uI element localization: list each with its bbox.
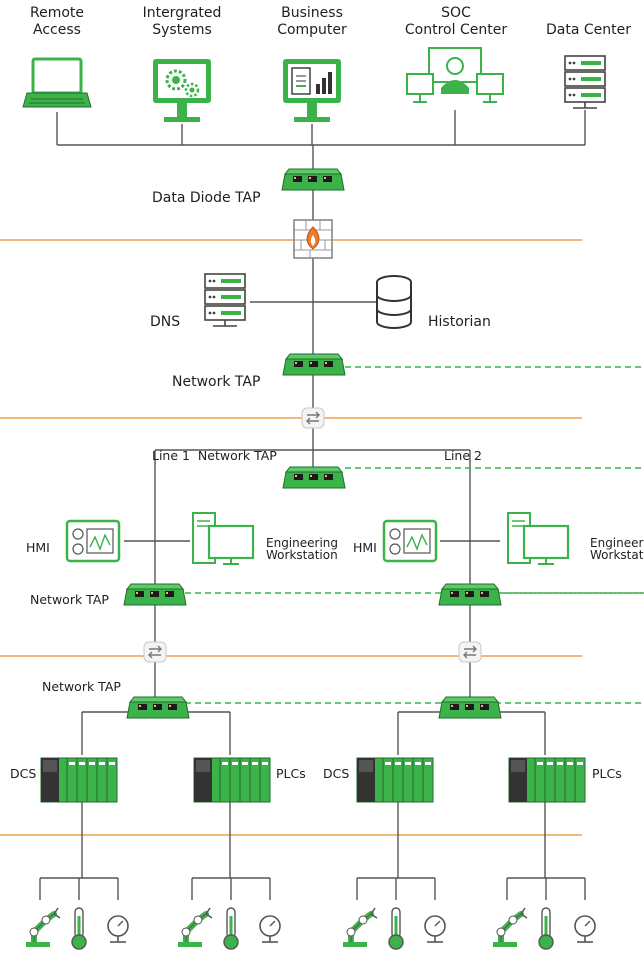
plc-rack-icon [40,757,118,803]
remote-access-label: Remote Access [17,5,97,39]
business-computer-label: Business Computer [267,5,357,39]
database-icon [376,275,412,329]
network-tap-icon [438,696,502,719]
label-line: SOC [441,5,471,21]
workstation-icon [191,511,255,566]
server-rack-icon [563,54,607,110]
gauge-icon [107,915,129,943]
hmi-panel-icon [382,519,438,563]
hmi-label-2: HMI [353,540,377,555]
robot-arm-icon [178,908,212,947]
label-line: Engineer [590,536,644,550]
robot-arm-icon [343,908,377,947]
switch-icon [458,641,482,663]
line1-network-tap-label: Line 1 Network TAP [152,448,277,463]
gauge-icon [574,915,596,943]
dns-server-icon [203,272,247,328]
zone-separators [0,239,582,836]
firewall-icon [293,219,333,259]
plc-rack-icon [356,757,434,803]
label-line: Business [281,5,343,21]
label-line: Workstat [590,548,644,562]
engineering-workstation-label-2: Engineer Workstat [590,537,643,561]
robot-arm-icon [493,908,527,947]
switch-icon [143,641,167,663]
network-tap-label: Network TAP [172,374,261,390]
line2-label: Line 2 [444,448,482,463]
workstation-icon [506,511,570,566]
plc-rack-icon [193,757,271,803]
thermometer-icon [538,907,554,950]
switch-icon [301,407,325,429]
soc-operator-icon [406,47,504,103]
label-line: Data Center [546,22,631,38]
plcs-label-2: PLCs [592,766,622,781]
network-tap-icon [282,353,346,376]
gauge-icon [259,915,281,943]
network-tap-icon [126,696,190,719]
dcs-label-1: DCS [10,766,37,781]
label-line: Control Center [404,22,508,38]
historian-label: Historian [428,314,491,330]
gauge-icon [424,915,446,943]
monitoring-links [185,366,644,704]
robot-arm-icon [26,908,60,947]
thermometer-icon [388,907,404,950]
dcs-label-2: DCS [323,766,350,781]
data-center-label: Data Center [546,22,644,39]
line-network-tap-icon [282,466,346,489]
plcs-label-1: PLCs [276,766,306,781]
business-computer-monitor-icon [283,59,341,122]
data-diode-tap-label: Data Diode TAP [152,190,261,206]
label-line: Workstation [266,548,338,562]
thermometer-icon [71,907,87,950]
label-line: Computer [277,22,347,38]
label-line: Remote [29,5,85,21]
integrated-systems-monitor-icon [153,59,211,122]
hmi-panel-icon [65,519,121,563]
plc-rack-icon [508,757,586,803]
label-line: Engineering [266,536,338,550]
soc-control-center-label: SOC Control Center [394,5,518,39]
engineering-workstation-label-1: Engineering Workstation [266,537,338,561]
integrated-systems-label: Intergrated Systems [132,5,232,39]
network-tap-label-line1: Network TAP [30,592,109,607]
label-line: Intergrated [142,5,222,21]
network-tap-icon [438,583,502,606]
label-line: Systems [152,22,212,38]
hmi-label-1: HMI [26,540,50,555]
label-line: Access [33,22,81,38]
network-tap-label-lower: Network TAP [42,679,121,694]
thermometer-icon [223,907,239,950]
network-tap-icon [123,583,187,606]
laptop-icon [22,57,92,108]
data-diode-tap-icon [281,168,345,191]
dns-label: DNS [150,314,181,330]
